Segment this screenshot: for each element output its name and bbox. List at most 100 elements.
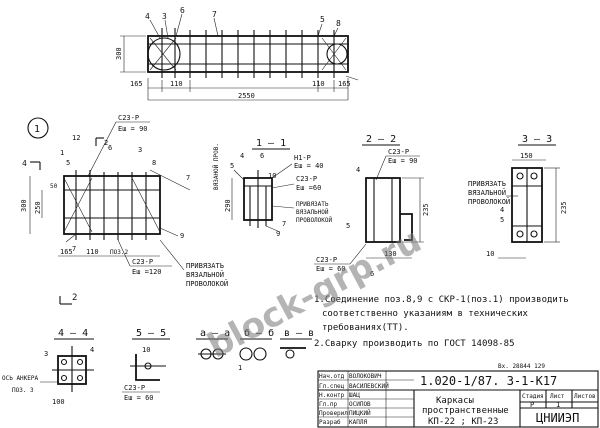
- s22-c23: С23-Р: [388, 148, 409, 156]
- s33-note-2: ВЯЗАЛЬНОЙ: [468, 188, 506, 197]
- stage-value: Р: [530, 401, 534, 409]
- svv-title: в — в: [284, 328, 314, 339]
- n-1: 1: [60, 149, 64, 157]
- person-4: ПИЦКИЙ: [349, 410, 371, 417]
- s44-title: 4 — 4: [58, 328, 88, 339]
- main-circle-label: 1: [34, 124, 40, 135]
- doc-name-2: пространственные: [422, 406, 509, 416]
- main-cage: [63, 175, 161, 235]
- sheets-label: Листов: [574, 393, 596, 400]
- n-5: 5: [66, 159, 70, 167]
- role-3: Гл.пр: [319, 401, 337, 408]
- s11-note-3: ПРОВОЛОКОЙ: [296, 217, 333, 224]
- main-circle: [27, 117, 49, 139]
- n-7: 7: [186, 174, 190, 182]
- s22-n-5: 5: [346, 222, 350, 230]
- s55-c23-esh: Еш = 60: [124, 394, 154, 402]
- n-6: 6: [108, 144, 112, 152]
- s11-n-4: 4: [240, 152, 244, 160]
- note-line-3: требованиях(ТТ).: [322, 322, 409, 333]
- section-3-3-title: 3 — 3: [522, 134, 552, 145]
- s22-n-4: 4: [356, 166, 360, 174]
- section-2-2: 2 — 2 С23-Р Еш = 90 4 5 6 235 130 С23-Р …: [314, 134, 430, 278]
- sbb-title: б — б: [244, 327, 274, 339]
- main-dim-110: 110: [86, 248, 99, 256]
- s44-n-4: 4: [90, 346, 94, 354]
- s55-c23: С23-Р: [124, 384, 145, 392]
- detail-circle: [147, 37, 181, 71]
- role-1: Гл.спец: [319, 383, 345, 390]
- role-4: Проверил: [319, 410, 348, 417]
- s11-c23-esh: Еш =60: [296, 184, 321, 192]
- doc-code: 1.020-1/87. 3-1-К17: [420, 374, 557, 388]
- note-line-1: 1.Соединение поз.8,9 с СКР-1(поз.1) прои…: [314, 295, 569, 305]
- dim-height: 300: [115, 47, 123, 60]
- s22-c23-esh: Еш = 90: [388, 157, 418, 165]
- section-1-1: 1 — 1 ВЯЗАНОЙ ПРОВ. Н1-Р Еш = 40 С23-Р Е…: [213, 138, 333, 238]
- callout-6: 6: [180, 6, 185, 15]
- dim-165-right: 165: [338, 80, 351, 88]
- main-dim-pos: ПОЗ.2: [110, 249, 128, 256]
- s11-dim-290: 290: [224, 199, 232, 212]
- s33-dim-10: 10: [486, 250, 494, 258]
- stamp-text: Вх. 28844 129: [498, 363, 545, 370]
- dim-110-right: 110: [312, 80, 325, 88]
- section-3-3: 3 — 3 150 ПРИВЯЗАТЬ ВЯЗАЛЬНОЙ ПРОВОЛОКОЙ…: [468, 134, 568, 259]
- section-1-1-title: 1 — 1: [256, 138, 286, 149]
- detail-circle-right: [326, 43, 348, 65]
- s22-n-6: 6: [370, 270, 374, 278]
- s11-c23: С23-Р: [296, 175, 317, 183]
- sheet-value: 1: [556, 401, 560, 409]
- person-1: ВАСИЛЕВСКИЙ: [349, 383, 389, 390]
- note-line-4: 2.Сварку производить по ГОСТ 14098-85: [314, 339, 514, 349]
- main-dim-165: 165: [60, 248, 73, 256]
- n-2-top: 2: [104, 139, 108, 147]
- callout-7: 7: [212, 10, 217, 19]
- saa-title: а — а: [200, 328, 230, 339]
- n-9: 9: [180, 232, 184, 240]
- dim-250: 250: [34, 201, 42, 214]
- person-2: ШАЦ: [349, 392, 360, 399]
- doc-name-3: КП-22 ; КП-23: [428, 417, 498, 427]
- leader-bottom: С23-Р: [132, 258, 153, 266]
- s11-note-2: ВЯЗАЛЬНОЙ: [296, 209, 329, 216]
- s11-n-10: 10: [268, 172, 276, 180]
- s11-n-5: 5: [230, 162, 234, 170]
- n-7-bottom: 7: [72, 245, 76, 253]
- s33-note-3: ПРОВОЛОКОЙ: [468, 197, 510, 206]
- role-5: Разраб: [319, 419, 341, 426]
- n-8: 8: [152, 159, 156, 167]
- s33-n-4: 4: [500, 206, 504, 214]
- s22-c23b: С23-Р: [316, 256, 337, 264]
- s55-dim-10: 10: [142, 346, 150, 354]
- s11-n-6: 6: [260, 152, 264, 160]
- callout-5: 5: [320, 15, 325, 24]
- title-block: Вх. 28844 129 Нач.отд Гл.спец Н.контр Гл…: [317, 363, 599, 428]
- s11-h1: Н1-Р: [294, 154, 311, 162]
- s33-dim-235: 235: [560, 201, 568, 214]
- sheet-label: Лист: [550, 393, 565, 400]
- s33-dim-150: 150: [520, 152, 533, 160]
- tie-note-1: ПРИВЯЗАТЬ: [186, 262, 224, 270]
- top-view: 4 3 6 7 5 8 300 165 110 110 165 2550: [115, 6, 359, 101]
- role-0: Нач.отд: [319, 373, 345, 380]
- stage-label: Стадия: [522, 393, 544, 400]
- s33-n-5: 5: [500, 216, 504, 224]
- org-name: ЦНИИЭП: [536, 411, 579, 425]
- dim-165: 165: [130, 80, 143, 88]
- tie-note-3: ПРОВОЛОКОЙ: [186, 279, 228, 288]
- callout-8: 8: [336, 19, 341, 28]
- axis-label: ОСЬ АНКЕРА: [2, 375, 39, 382]
- n-12: 12: [72, 134, 80, 142]
- leader-esh: Еш = 90: [118, 125, 148, 133]
- main-view: 1 С23-Р Еш = 90 12 1 5 4 3 8 6 7 9 7 2 2: [20, 114, 228, 305]
- s11-n-9: 9: [276, 230, 280, 238]
- s22-dim-235: 235: [422, 203, 430, 216]
- doc-name-1: Каркасы: [436, 396, 474, 406]
- n-2-bottom: 2: [72, 293, 77, 303]
- dim-110-left: 110: [170, 80, 183, 88]
- s44-dim-100: 100: [52, 398, 65, 406]
- s11-side-label: ВЯЗАНОЙ ПРОВ.: [213, 143, 220, 190]
- sbb-n-1: 1: [238, 364, 242, 372]
